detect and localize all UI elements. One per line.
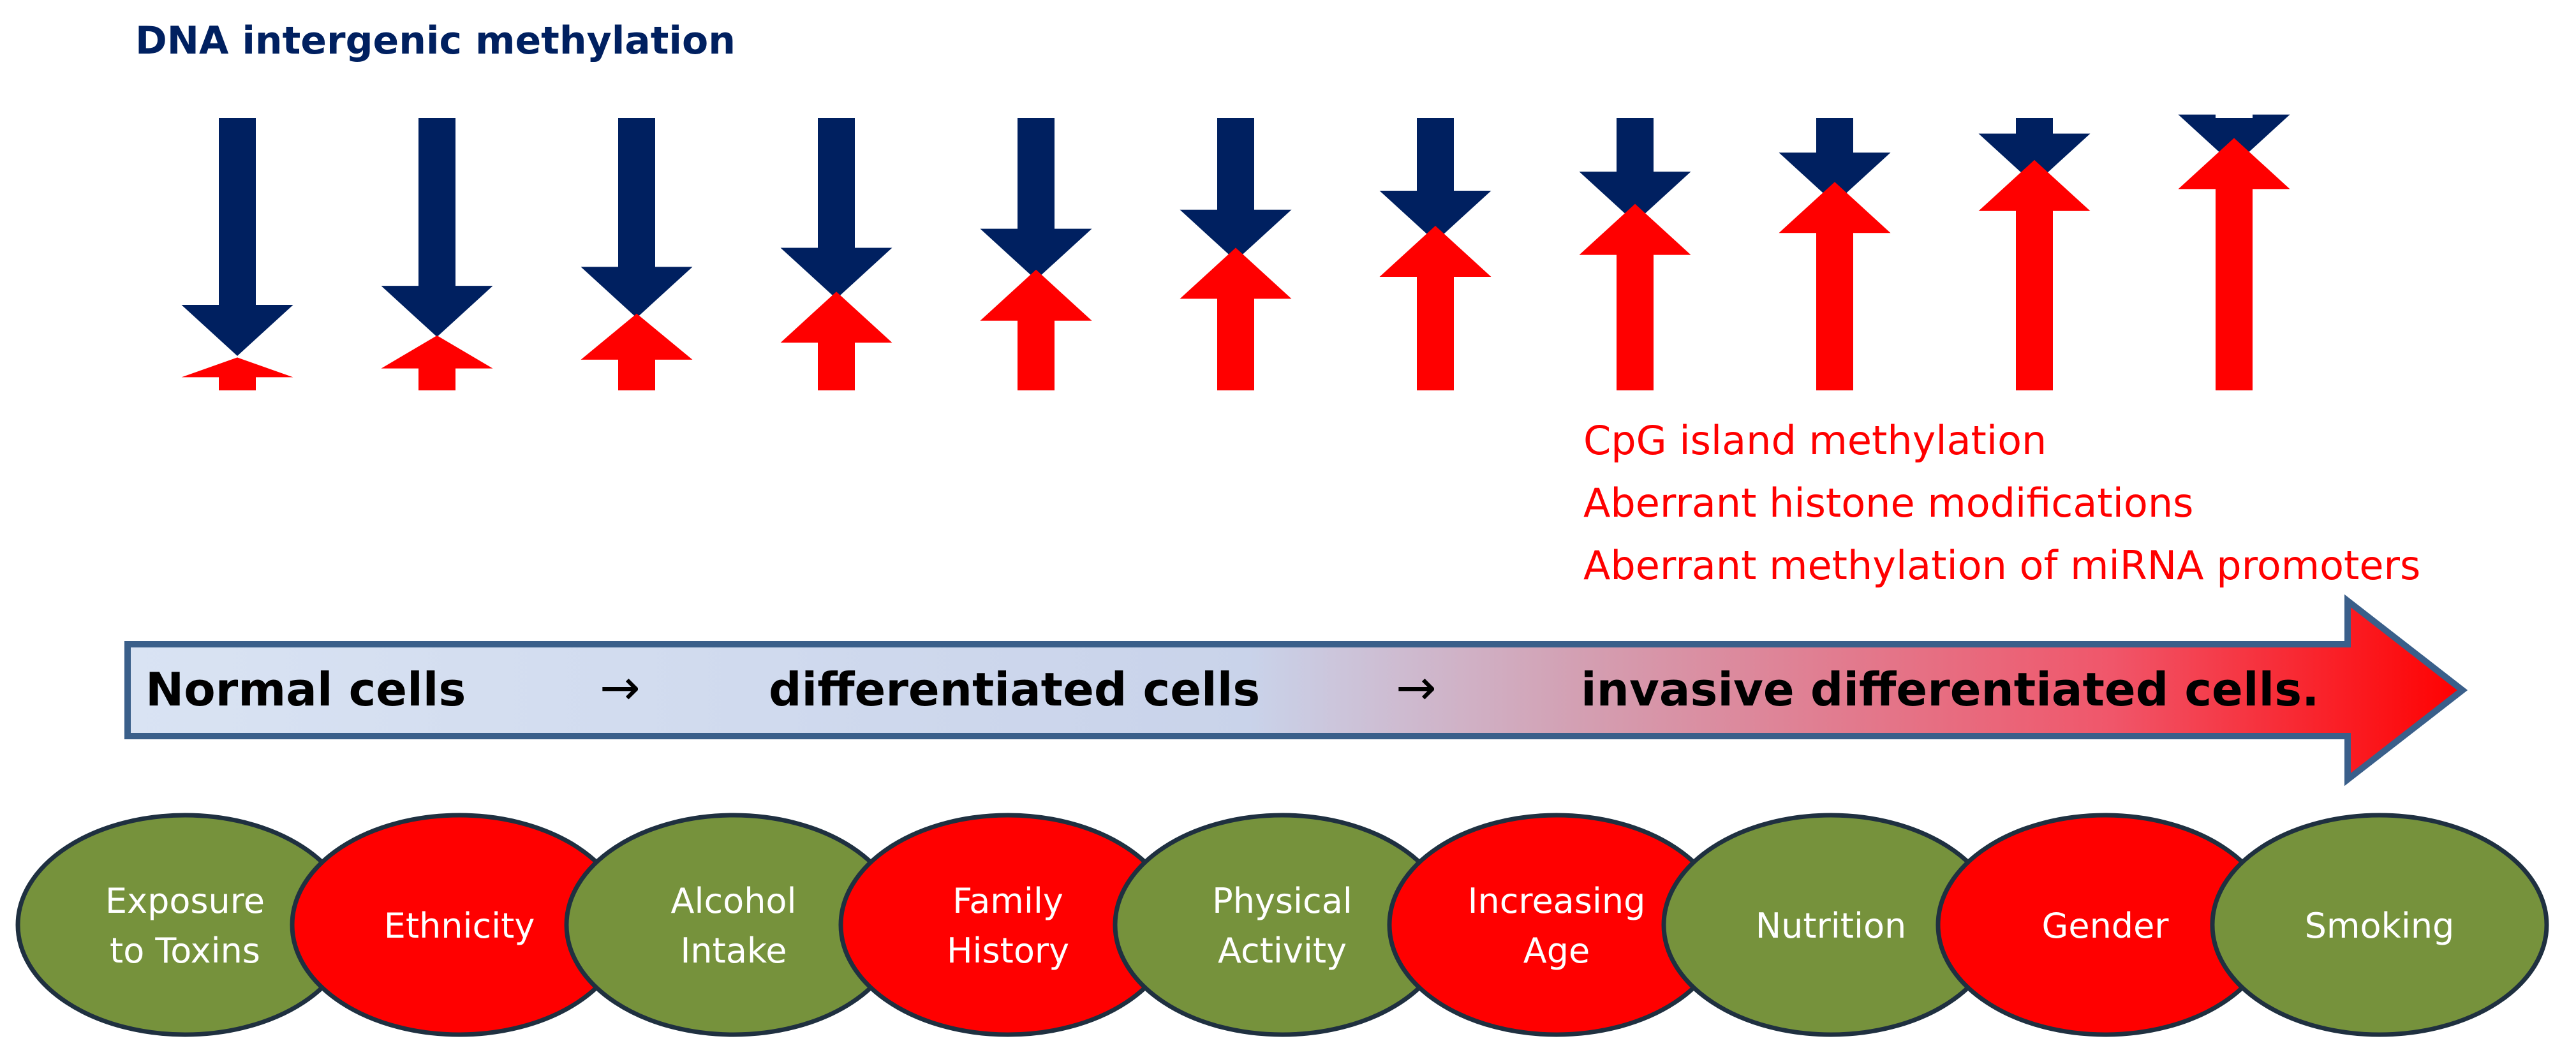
- stage-connector-1: →: [600, 659, 640, 716]
- up-arrow-10: [1978, 159, 2091, 391]
- label-histone-modifications: Aberrant histone modifications: [1583, 480, 2193, 526]
- risk-factor-7: Nutrition: [1661, 813, 2001, 1037]
- risk-factor-label: Physical: [1212, 881, 1352, 921]
- up-arrow-7: [1379, 226, 1492, 390]
- risk-factor-label: Nutrition: [1756, 906, 1906, 946]
- risk-factor-oval: [2210, 813, 2549, 1037]
- risk-factor-8: Gender: [1936, 813, 2275, 1037]
- risk-factor-9: Smoking: [2210, 813, 2549, 1037]
- risk-factor-label: Gender: [2042, 906, 2170, 946]
- stage-normal-cells: Normal cells: [145, 663, 466, 716]
- down-arrow-6: [1180, 118, 1292, 261]
- down-arrow-8: [1579, 118, 1691, 223]
- up-arrow-5: [980, 269, 1092, 390]
- down-arrow-5: [980, 118, 1092, 280]
- risk-factor-label: to Toxins: [110, 931, 260, 971]
- progression-arrow-shape: [124, 594, 2468, 786]
- up-arrow-4: [780, 292, 892, 390]
- risk-factor-label: Intake: [681, 931, 787, 971]
- up-arrow-8: [1579, 203, 1691, 390]
- label-cpg-island: CpG island methylation: [1583, 417, 2047, 464]
- red-annotation-labels: CpG island methylation Aberrant histone …: [1583, 417, 2420, 589]
- risk-factor-label: Activity: [1218, 931, 1347, 971]
- down-arrow-9: [1779, 118, 1891, 204]
- up-arrow-3: [581, 313, 693, 390]
- risk-factor-label: Increasing: [1468, 881, 1646, 921]
- risk-factor-label: Alcohol: [671, 881, 797, 921]
- up-arrow-6: [1180, 247, 1292, 390]
- risk-factor-label: Family: [952, 881, 1063, 921]
- stage-invasive-cells: invasive differentiated cells.: [1581, 663, 2319, 716]
- risk-factor-label: History: [947, 931, 1069, 971]
- stage-differentiated-cells: differentiated cells: [769, 663, 1260, 716]
- down-arrow-10: [1978, 118, 2091, 185]
- down-arrow-3: [581, 118, 693, 318]
- up-arrow-2: [381, 336, 493, 390]
- down-arrow-7: [1379, 118, 1492, 242]
- up-arrow-9: [1779, 182, 1891, 390]
- down-arrow-2: [381, 118, 493, 337]
- risk-factor-label: Smoking: [2305, 906, 2455, 946]
- risk-factor-1: Exposure to Toxins: [15, 813, 355, 1037]
- risk-factor-label: Exposure: [105, 881, 265, 921]
- up-arrow-11: [2178, 138, 2290, 390]
- up-arrow-1: [181, 357, 293, 390]
- down-arrow-4: [780, 118, 892, 299]
- diagram-title: DNA intergenic methylation: [135, 18, 736, 63]
- risk-factor-label: Age: [1523, 931, 1590, 971]
- risk-factor-label: Ethnicity: [384, 906, 535, 946]
- risk-factor-2: Ethnicity: [290, 813, 629, 1037]
- stage-connector-2: →: [1396, 659, 1437, 716]
- arrow-pairs: [181, 114, 2290, 391]
- progression-arrow: Normal cells → differentiated cells → in…: [124, 594, 2468, 786]
- label-mirna-promoters: Aberrant methylation of miRNA promoters: [1583, 542, 2420, 589]
- down-arrow-1: [181, 118, 293, 356]
